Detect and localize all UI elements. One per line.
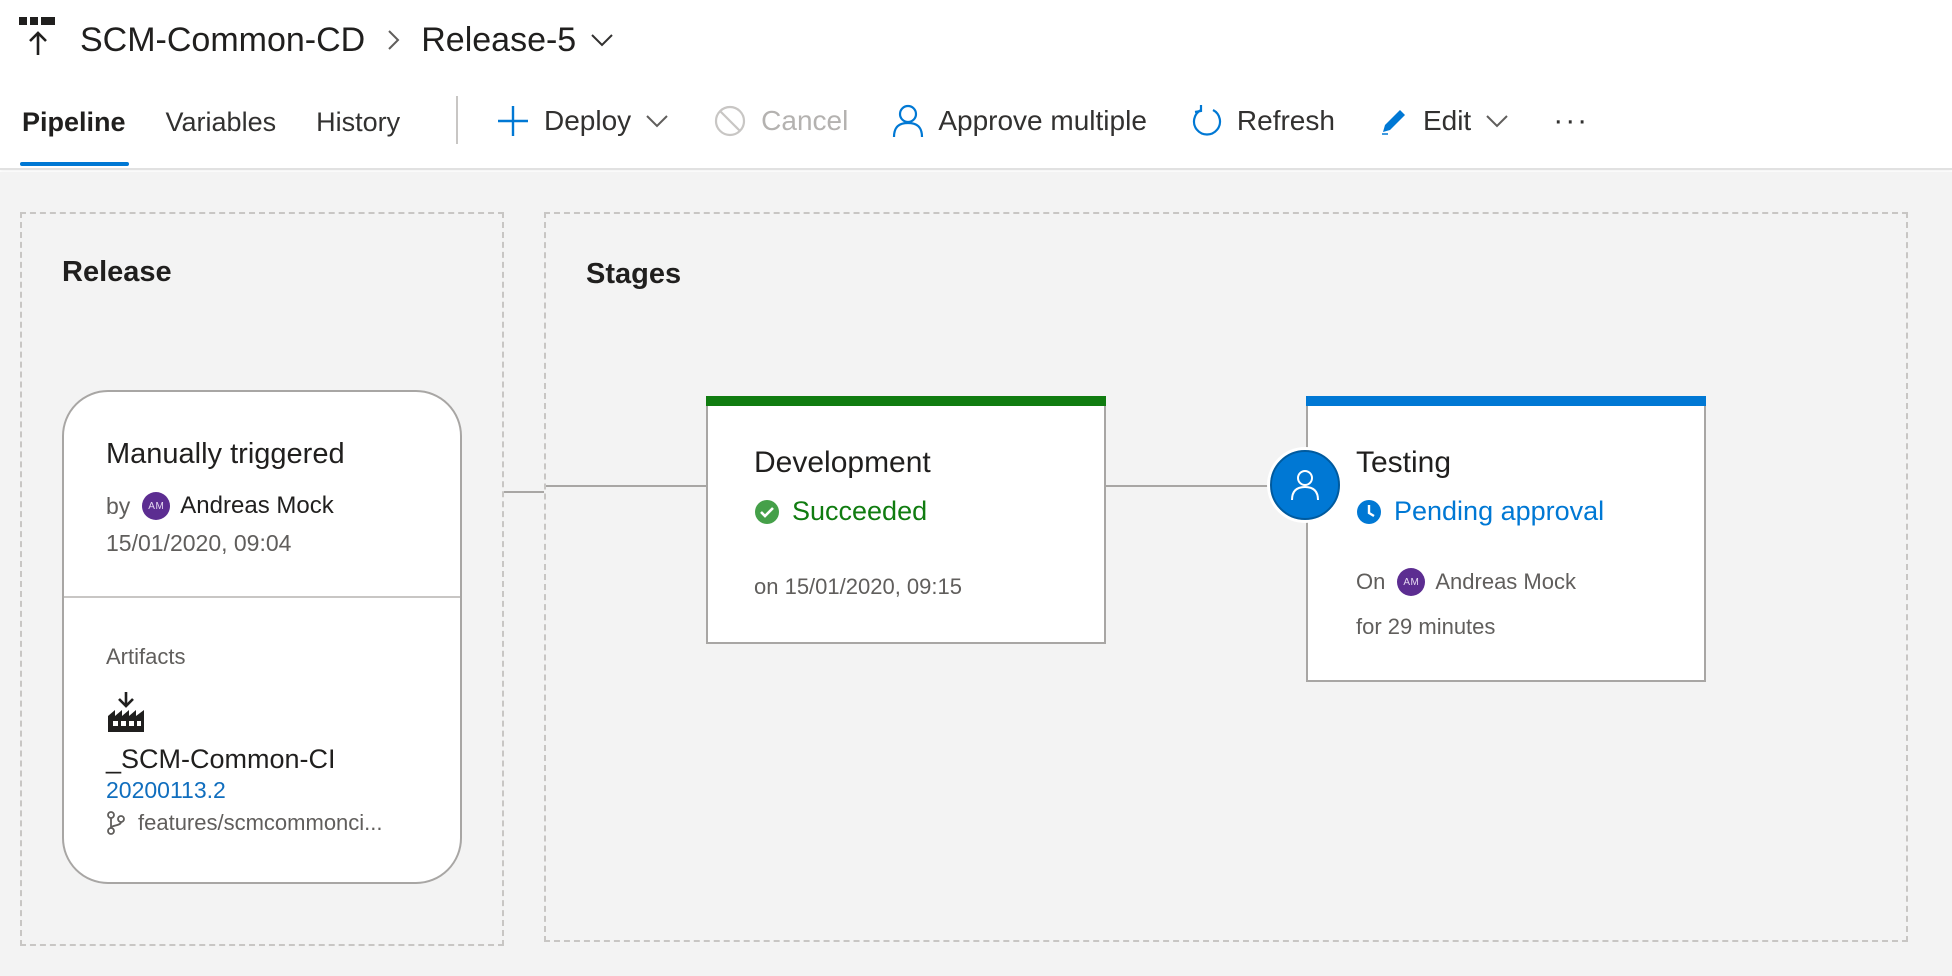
branch-icon	[106, 811, 126, 835]
breadcrumb-pipeline[interactable]: SCM-Common-CD	[80, 20, 366, 59]
stage-status[interactable]: Pending approval	[1356, 496, 1604, 527]
release-section-title: Release	[62, 256, 172, 288]
toolbar-divider	[456, 96, 458, 144]
release-date: 15/01/2020, 09:04	[106, 530, 292, 556]
cancel-icon	[713, 104, 747, 138]
deploy-button[interactable]: Deploy	[496, 104, 669, 138]
cancel-label: Cancel	[761, 105, 849, 136]
chevron-right-icon	[387, 28, 401, 52]
release-author: by AM Andreas Mock	[106, 492, 334, 520]
stage-status: Succeeded	[754, 496, 927, 527]
release-section	[20, 212, 504, 946]
more-actions-button[interactable]: ···	[1553, 104, 1589, 138]
person-icon	[1291, 470, 1319, 501]
breadcrumb: SCM-Common-CD Release-5	[80, 18, 614, 62]
cancel-button[interactable]: Cancel	[713, 104, 848, 138]
author-name: Andreas Mock	[180, 492, 334, 519]
by-label: by	[106, 492, 131, 519]
edit-label: Edit	[1422, 105, 1472, 136]
check-circle-icon	[754, 499, 780, 525]
pipeline-connector	[1106, 485, 1272, 487]
artifacts-label: Artifacts	[106, 644, 186, 669]
tab-history[interactable]: History	[316, 107, 401, 137]
pending-duration: for 29 minutes	[1356, 614, 1496, 639]
branch-name: features/scmcommonci...	[138, 810, 383, 835]
avatar: AM	[1397, 568, 1426, 596]
clock-icon	[1356, 499, 1382, 525]
stage-card-testing[interactable]: Testing Pending approval On AM Andreas M…	[1306, 396, 1706, 682]
stage-name: Development	[754, 446, 931, 479]
refresh-label: Refresh	[1236, 105, 1335, 136]
build-artifact-icon	[108, 692, 144, 732]
approve-multiple-label: Approve multiple	[938, 105, 1147, 136]
stage-completed-time: on 15/01/2020, 09:15	[754, 574, 962, 599]
approve-multiple-button[interactable]: Approve multiple	[892, 104, 1147, 138]
tab-variables[interactable]: Variables	[165, 107, 277, 137]
pipeline-connector	[544, 485, 706, 487]
pipeline-connector	[504, 491, 544, 493]
stage-card-development[interactable]: Development Succeeded on 15/01/2020, 09:…	[706, 396, 1106, 644]
stage-status-text: Pending approval	[1394, 496, 1605, 526]
refresh-button[interactable]: Refresh	[1191, 104, 1335, 138]
approver-name: Andreas Mock	[1435, 569, 1576, 594]
on-label: On	[1356, 569, 1386, 594]
plus-icon	[496, 104, 530, 138]
artifact-name: _SCM-Common-CI	[106, 744, 336, 774]
release-trigger: Manually triggered	[106, 438, 345, 470]
pre-deployment-approval-button[interactable]	[1270, 450, 1340, 520]
tab-bar: Pipeline Variables History	[20, 100, 440, 170]
release-card[interactable]: Manually triggered by AM Andreas Mock 15…	[62, 390, 462, 884]
more-icon: ···	[1553, 104, 1590, 137]
releases-icon	[19, 17, 55, 55]
stage-status-text: Succeeded	[792, 496, 928, 526]
stages-section	[544, 212, 1908, 942]
breadcrumb-release[interactable]: Release-5	[421, 20, 577, 59]
refresh-icon	[1191, 104, 1223, 138]
toolbar: Deploy Cancel Approve multiple Refresh	[496, 98, 1633, 144]
artifact-version-link[interactable]: 20200113.2	[106, 777, 226, 803]
pencil-icon	[1379, 106, 1409, 136]
edit-button[interactable]: Edit	[1379, 105, 1509, 137]
stage-status-bar	[1306, 396, 1706, 406]
artifact-branch: features/scmcommonci...	[106, 810, 383, 836]
top-bar: SCM-Common-CD Release-5 Pipeline Variabl…	[0, 0, 1952, 170]
tab-pipeline[interactable]: Pipeline	[20, 100, 129, 170]
chevron-down-icon	[645, 114, 669, 128]
stages-section-title: Stages	[586, 258, 682, 290]
card-divider	[64, 596, 460, 598]
chevron-down-icon	[1485, 114, 1509, 128]
stage-status-bar	[706, 396, 1106, 406]
stage-name: Testing	[1356, 446, 1452, 479]
stage-approver: On AM Andreas Mock	[1356, 568, 1576, 596]
person-icon	[892, 104, 924, 138]
chevron-down-icon[interactable]	[590, 33, 614, 47]
deploy-label: Deploy	[544, 105, 632, 136]
avatar: AM	[142, 492, 171, 520]
